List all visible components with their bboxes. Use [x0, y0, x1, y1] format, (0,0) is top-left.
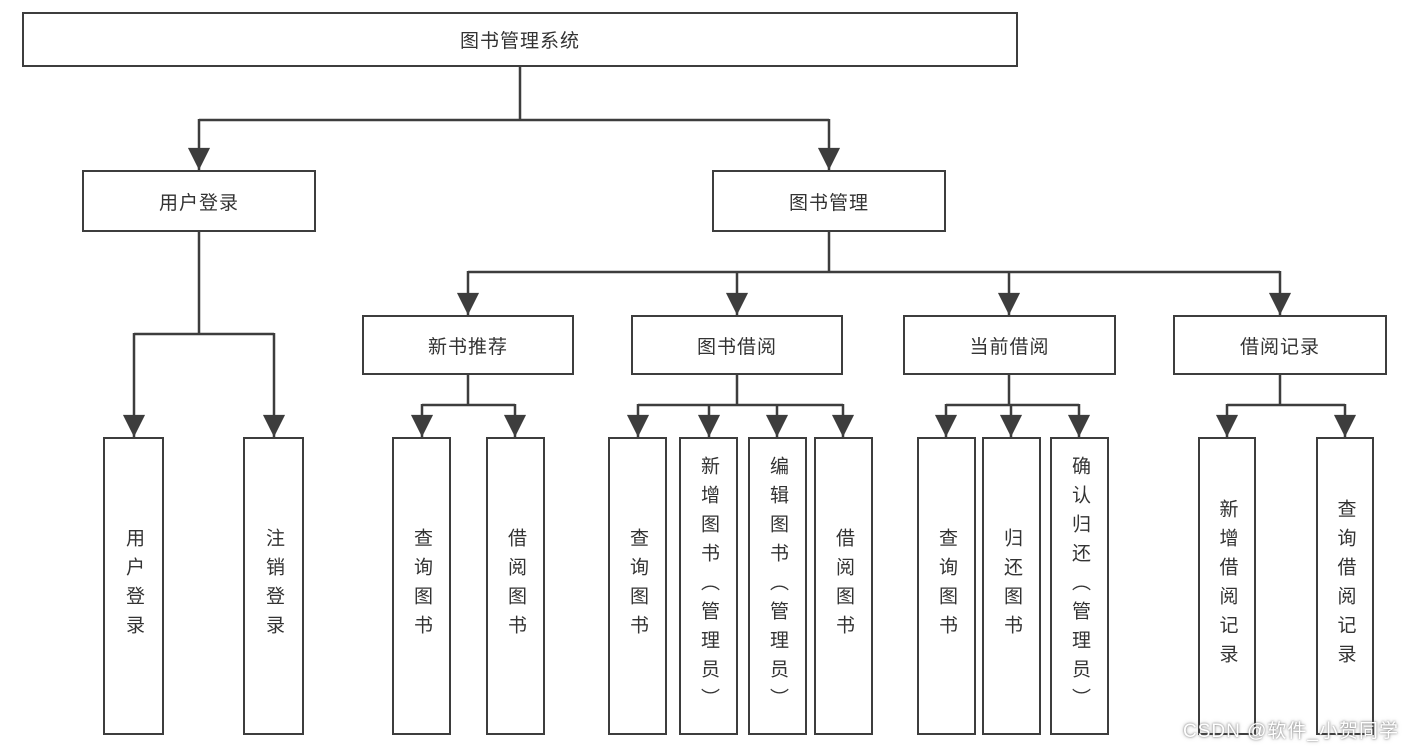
leaf-borrow-book: 借阅图书 — [814, 437, 873, 735]
leaf-query-book-current-label: 查询图书 — [936, 528, 957, 644]
leaf-query-book-borrow: 查询图书 — [608, 437, 667, 735]
leaf-borrow-book-recommend-label: 借阅图书 — [505, 528, 526, 644]
node-borrow-record-label: 借阅记录 — [1239, 336, 1320, 358]
node-user-login-label: 用户登录 — [158, 192, 239, 214]
leaf-add-book-admin: 新增图书（管理员） — [679, 437, 738, 735]
node-new-book-recommend: 新书推荐 — [362, 315, 574, 375]
node-book-management: 图书管理 — [712, 170, 946, 232]
node-new-book-recommend-label: 新书推荐 — [427, 336, 508, 358]
node-root: 图书管理系统 — [22, 12, 1018, 67]
leaf-borrow-book-label: 借阅图书 — [833, 528, 854, 644]
node-user-login: 用户登录 — [82, 170, 316, 232]
leaf-borrow-book-recommend: 借阅图书 — [486, 437, 545, 735]
node-borrow-record: 借阅记录 — [1173, 315, 1387, 375]
leaf-edit-book-admin-label: 编辑图书（管理员） — [767, 455, 788, 717]
leaf-query-book-recommend-label: 查询图书 — [411, 528, 432, 644]
node-current-borrow-label: 当前借阅 — [969, 336, 1050, 358]
node-current-borrow: 当前借阅 — [903, 315, 1116, 375]
leaf-user-login-label: 用户登录 — [123, 528, 144, 644]
leaf-add-borrow-record: 新增借阅记录 — [1198, 437, 1256, 735]
leaf-return-book: 归还图书 — [982, 437, 1041, 735]
leaf-confirm-return-admin-label: 确认归还（管理员） — [1069, 455, 1090, 717]
csdn-watermark: CSDN @软件_小贺同学 — [1183, 721, 1399, 742]
node-book-borrow-label: 图书借阅 — [696, 336, 777, 358]
leaf-confirm-return-admin: 确认归还（管理员） — [1050, 437, 1109, 735]
node-root-label: 图书管理系统 — [459, 31, 580, 52]
node-book-borrow: 图书借阅 — [631, 315, 843, 375]
leaf-add-borrow-record-label: 新增借阅记录 — [1216, 499, 1238, 673]
leaf-add-book-admin-label: 新增图书（管理员） — [698, 455, 719, 717]
leaf-query-borrow-record: 查询借阅记录 — [1316, 437, 1374, 735]
node-book-management-label: 图书管理 — [788, 192, 869, 214]
leaf-logout: 注销登录 — [243, 437, 304, 735]
leaf-query-book-borrow-label: 查询图书 — [627, 528, 648, 644]
leaf-logout-label: 注销登录 — [263, 528, 284, 644]
leaf-query-book-current: 查询图书 — [917, 437, 976, 735]
leaf-return-book-label: 归还图书 — [1001, 528, 1022, 644]
leaf-edit-book-admin: 编辑图书（管理员） — [748, 437, 807, 735]
leaf-query-borrow-record-label: 查询借阅记录 — [1334, 499, 1356, 673]
leaf-query-book-recommend: 查询图书 — [392, 437, 451, 735]
leaf-user-login: 用户登录 — [103, 437, 164, 735]
